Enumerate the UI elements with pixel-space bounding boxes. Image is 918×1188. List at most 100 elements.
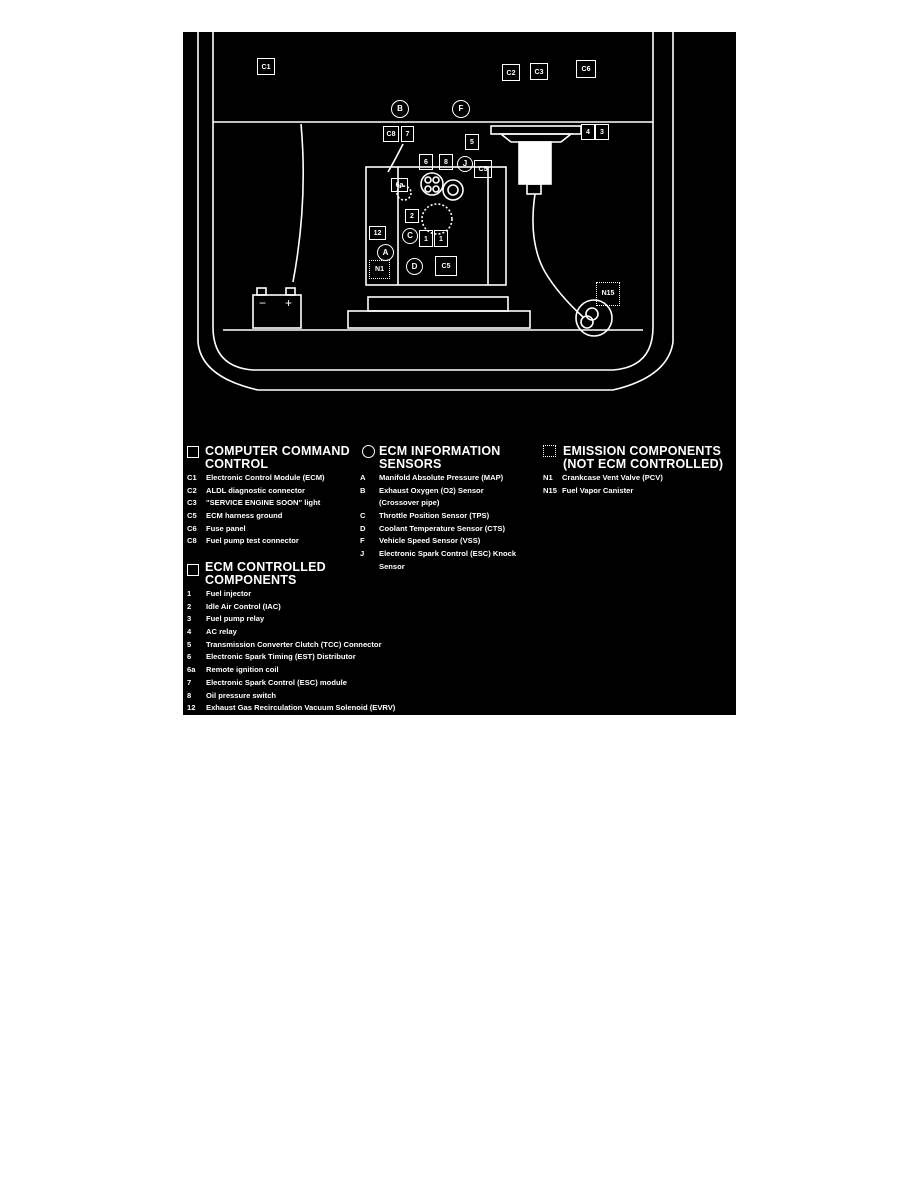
vapor-canister — [575, 299, 613, 337]
legend-code: 4 — [187, 627, 192, 637]
legend-title-line: ECM INFORMATION — [379, 444, 501, 458]
sensor-f: F — [452, 100, 470, 118]
legend-title-line: EMISSION COMPONENTS — [563, 444, 721, 458]
legend-title-line: ECM CONTROLLED — [205, 560, 326, 574]
legend-row: C3"SERVICE ENGINE SOON" light — [187, 497, 325, 510]
legend-code: D — [360, 523, 366, 533]
legend-row: 8 Oil pressure switch — [187, 690, 395, 703]
legend-code: 3 — [187, 614, 192, 624]
legend-row: 1 Fuel injector — [187, 588, 395, 601]
component-1b: 1 — [434, 230, 448, 247]
legend-text: Electronic Spark Control (ESC) Knock — [379, 549, 517, 559]
engine-stand-top — [367, 296, 509, 312]
legend-ecm-controlled-title: ECM CONTROLLED COMPONENTS — [205, 561, 326, 587]
distributor — [420, 172, 444, 196]
legend-row: 7 Electronic Spark Control (ESC) module — [187, 677, 395, 690]
legend-code: 2 — [187, 601, 192, 611]
coil-6a — [396, 185, 412, 201]
legend-text: ALDL diagnostic connector — [206, 485, 306, 495]
legend-row: A Manifold Absolute Pressure (MAP) — [360, 472, 516, 485]
throttle-body — [421, 203, 453, 235]
legend-code: 6a — [187, 665, 196, 675]
legend-text: Exhaust Gas Recirculation Vacuum Solenoi… — [206, 703, 396, 713]
legend-text: "SERVICE ENGINE SOON" light — [206, 498, 321, 508]
circle-symbol-icon — [362, 445, 375, 458]
sensor-b: B — [391, 100, 409, 118]
legend-text: Coolant Temperature Sensor (CTS) — [379, 523, 506, 533]
oil-filler — [442, 179, 464, 201]
legend-code: F — [360, 536, 365, 546]
legend-text: Fuse panel — [206, 523, 246, 533]
battery-minus: − — [259, 296, 266, 310]
legend-emission-title: EMISSION COMPONENTS (NOT ECM CONTROLLED) — [563, 445, 723, 471]
component-c5-top: C5 — [474, 160, 492, 178]
component-6a: 6a — [391, 178, 408, 192]
legend-text: Crankcase Vent Valve (PCV) — [562, 473, 663, 482]
legend-row: D Coolant Temperature Sensor (CTS) — [360, 523, 516, 536]
sensor-j: J — [457, 156, 473, 172]
legend-code: 8 — [187, 690, 192, 700]
component-c1: C1 — [257, 58, 275, 75]
legend-row: Sensor — [360, 561, 516, 574]
legend-text: Fuel pump test connector — [206, 536, 299, 546]
sensor-d: D — [406, 258, 423, 275]
air-cleaner-snorkel — [518, 141, 552, 185]
legend-text: Vehicle Speed Sensor (VSS) — [379, 536, 481, 546]
legend-code: N15 — [543, 485, 557, 495]
legend-text: Idle Air Control (IAC) — [206, 601, 281, 611]
component-c5-bottom: C5 — [435, 256, 457, 276]
battery-cable — [292, 123, 305, 283]
legend-text: Oil pressure switch — [206, 690, 277, 700]
legend-ecm-information-title: ECM INFORMATION SENSORS — [379, 445, 501, 471]
legend-text: Exhaust Oxygen (O2) Sensor — [379, 485, 484, 495]
cowl-outline — [197, 32, 674, 391]
legend-row: 2 Idle Air Control (IAC) — [187, 601, 395, 614]
legend-row: N1 Crankcase Vent Valve (PCV) — [543, 472, 663, 485]
air-cleaner — [490, 125, 582, 135]
legend-code: A — [360, 473, 366, 482]
dotted-square-symbol-icon — [543, 445, 556, 457]
legend-code: B — [360, 485, 366, 495]
figure-panel: − + C1 C2 C3 C6 B F C8 7 5 4 3 6 8 J C5 … — [183, 32, 736, 715]
legend-text: Manifold Absolute Pressure (MAP) — [379, 473, 504, 482]
legend-row: B Exhaust Oxygen (O2) Sensor — [360, 485, 516, 498]
legend-code: 1 — [187, 589, 192, 598]
legend-code: N1 — [543, 473, 553, 482]
sensor-a: A — [377, 244, 394, 261]
component-8: 8 — [439, 154, 453, 170]
legend-title-line: COMPONENTS — [205, 573, 297, 587]
legend-code: 6 — [187, 652, 192, 662]
component-7: 7 — [401, 126, 414, 142]
component-5: 5 — [465, 134, 479, 150]
legend-code: C — [360, 511, 366, 521]
legend-text: Electronic Control Module (ECM) — [206, 473, 325, 482]
legend-code: C1 — [187, 473, 197, 482]
component-1a: 1 — [419, 230, 433, 247]
component-c3: C3 — [530, 63, 548, 80]
legend-title-line: (NOT ECM CONTROLLED) — [563, 457, 724, 471]
legend-code: 12 — [187, 703, 196, 713]
legend-row: 12 Exhaust Gas Recirculation Vacuum Solen… — [187, 702, 395, 715]
engine-compartment-drawing: − + — [197, 32, 674, 391]
engine-stand-base — [347, 310, 531, 329]
legend-text: Transmission Converter Clutch (TCC) Conn… — [206, 639, 382, 649]
component-n1: N1 — [369, 260, 390, 279]
legend-code: 7 — [187, 677, 192, 687]
square-symbol-icon — [187, 446, 199, 458]
sensor-c: C — [402, 228, 418, 244]
legend-text: Fuel injector — [206, 589, 252, 598]
component-2: 2 — [405, 209, 419, 223]
component-4: 4 — [581, 124, 595, 140]
legend-text: Electronic Spark Control (ESC) module — [206, 677, 347, 687]
